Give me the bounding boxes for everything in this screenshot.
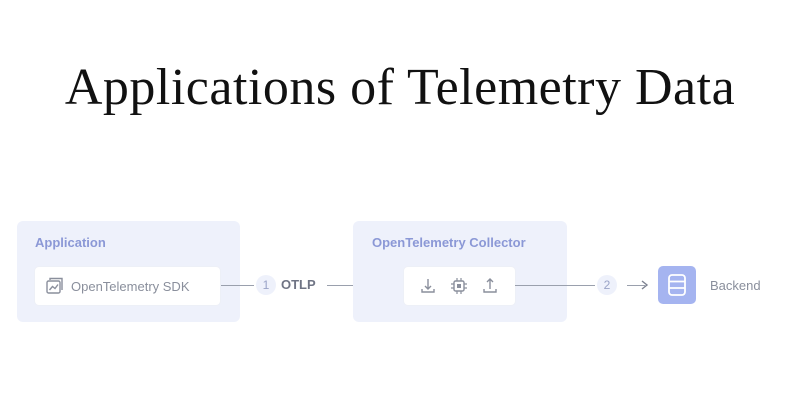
backend-label: Backend [710,278,761,293]
collector-panel: OpenTelemetry Collector [353,221,567,322]
step-2-badge: 2 [597,275,617,295]
page-title: Applications of Telemetry Data [64,59,736,116]
receiver-icon [421,279,435,293]
application-panel-title: Application [35,235,106,250]
processor-chip-icon [451,278,467,294]
collector-panel-title: OpenTelemetry Collector [372,235,526,250]
step-1-badge: 1 [256,275,276,295]
sdk-card: OpenTelemetry SDK [35,267,220,305]
exporter-icon [483,278,497,293]
sdk-label: OpenTelemetry SDK [71,279,190,294]
otlp-label: OTLP [281,277,316,292]
arrow-head-icon [641,280,649,290]
application-panel: Application OpenTelemetry SDK [17,221,240,322]
connector-line-collector-to-step2 [515,285,595,286]
connector-line-sdk-to-step1 [221,285,254,286]
connector-line-step2-to-backend [627,285,645,286]
database-icon [658,266,696,304]
document-chart-icon [46,277,63,294]
collector-components-card [404,267,515,305]
